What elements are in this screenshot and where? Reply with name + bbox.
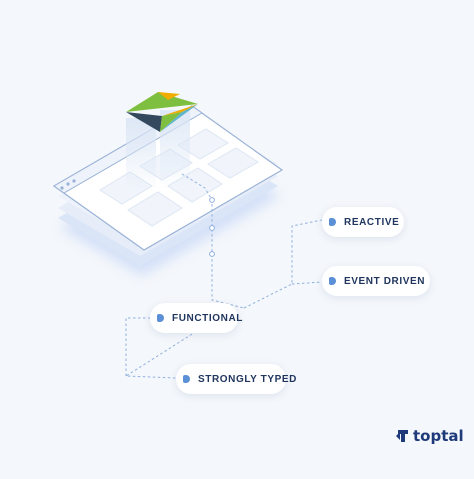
functional-text: FUNCTIONAL bbox=[172, 312, 243, 324]
event-driven-label: EVENT DRIVEN bbox=[322, 266, 430, 296]
reactive-label: REACTIVE bbox=[322, 207, 404, 237]
toptal-wordmark: toptal bbox=[413, 427, 464, 445]
strongly-typed-text: STRONGLY TYPED bbox=[198, 373, 297, 385]
event-driven-text: EVENT DRIVEN bbox=[344, 275, 426, 287]
connector-nodes bbox=[209, 197, 215, 257]
label-marker-icon bbox=[183, 375, 190, 383]
light-beams bbox=[126, 110, 190, 193]
reactive-text: REACTIVE bbox=[344, 216, 400, 228]
elm-tangram-icon bbox=[126, 92, 198, 132]
strongly-typed-label: STRONGLY TYPED bbox=[176, 364, 296, 394]
toptal-logo-icon bbox=[396, 430, 408, 442]
functional-label: FUNCTIONAL bbox=[150, 303, 242, 333]
label-marker-icon bbox=[329, 277, 336, 285]
toptal-brand: toptal bbox=[396, 427, 464, 445]
label-marker-icon bbox=[329, 218, 336, 226]
label-marker-icon bbox=[157, 314, 164, 322]
